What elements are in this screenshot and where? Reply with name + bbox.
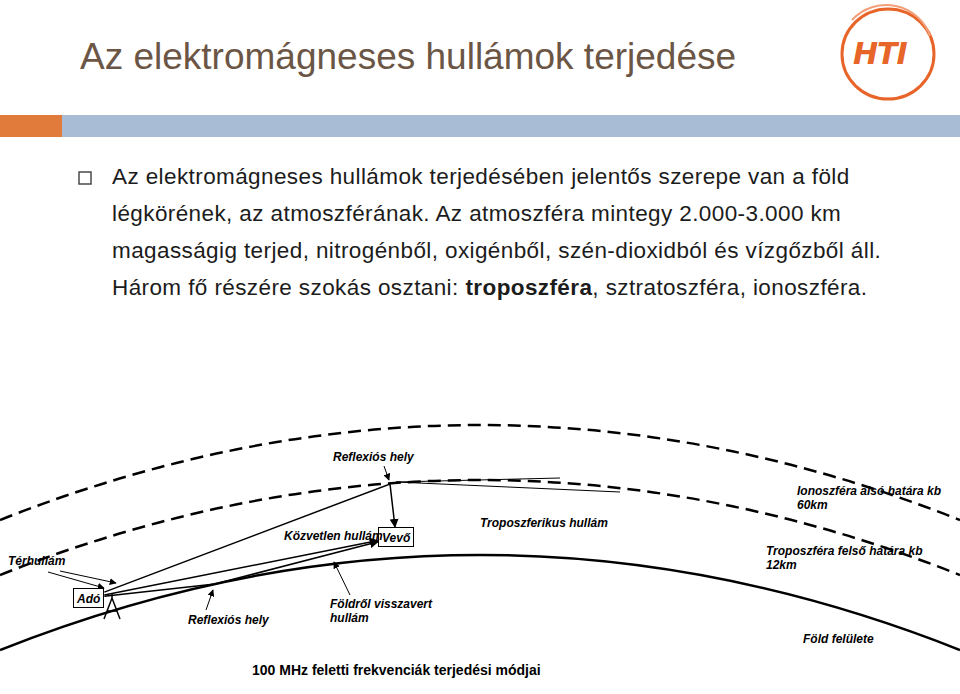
surface-label: Föld felülete <box>803 632 874 646</box>
station-name: Vevő <box>382 531 410 545</box>
logo-swoosh <box>852 5 930 36</box>
logo-ring <box>842 9 934 99</box>
station-box: Vevő <box>378 527 414 547</box>
wave-path <box>104 541 378 595</box>
boundary-label: Troposzféra felső határa kb 12km <box>766 544 942 572</box>
leader-line <box>334 562 350 595</box>
ionosphere-boundary <box>0 425 960 520</box>
leader-line <box>48 572 104 588</box>
slide-title: Az elektromágneses hullámok terjedése <box>80 36 736 78</box>
wave-label: Troposzferikus hullám <box>480 516 640 530</box>
bullet <box>79 172 91 184</box>
wave-type-label: Térhullám <box>8 554 65 568</box>
earth-surface <box>0 555 960 650</box>
tropospheric-wave-continuation <box>396 478 620 492</box>
wave-label: Földről visszavert hullám <box>330 597 455 625</box>
antenna-tower <box>104 594 120 619</box>
bullet-text: Az elektromágneses hullámok terjedésében… <box>112 158 932 306</box>
body-text: , sztratoszféra, ionoszféra. <box>592 275 867 300</box>
wave-path <box>104 484 395 592</box>
troposphere-boundary <box>0 480 960 575</box>
leader-line <box>60 571 116 583</box>
wave-path <box>104 542 378 597</box>
body-text: troposzféra <box>465 275 592 300</box>
title-bar-accent <box>0 115 62 137</box>
wave-label: Közvetlen hullám <box>284 529 383 543</box>
title-bar <box>62 115 960 137</box>
station-box: Adó <box>73 588 104 608</box>
leader-line <box>206 590 213 610</box>
diagram-caption: 100 MHz feletti frekvenciák terjedési mó… <box>252 662 541 678</box>
boundary-label: Ionoszféra alsó határa kb 60km <box>797 484 952 512</box>
leader-line <box>384 466 389 480</box>
logo-text: HTI <box>853 36 907 71</box>
reflection-label: Reflexiós hely <box>188 613 269 627</box>
reflection-label: Reflexiós hely <box>333 450 414 464</box>
station-name: Adó <box>77 592 100 606</box>
